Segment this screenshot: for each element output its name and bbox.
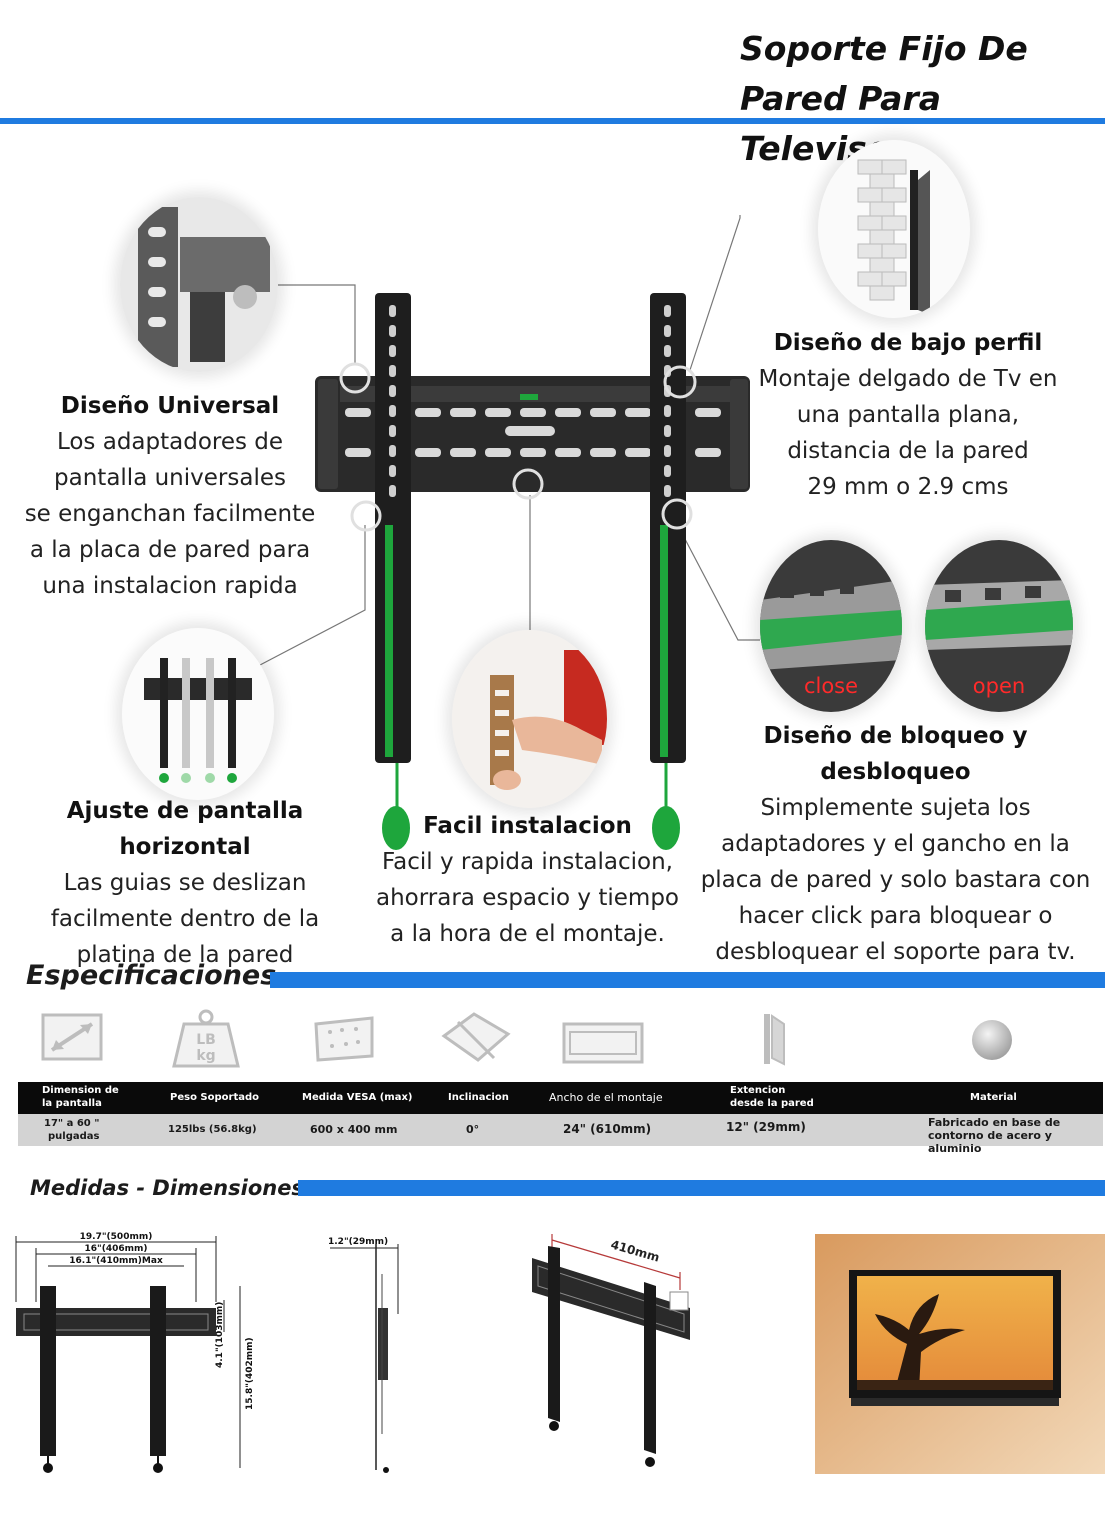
weight-icon-kg: kg bbox=[196, 1048, 215, 1064]
spec-header-vesa: Medida VESA (max) bbox=[302, 1092, 413, 1103]
dim-width-total: 19.7"(500mm) bbox=[80, 1232, 153, 1242]
feature-low-profile-line: 29 mm o 2.9 cms bbox=[807, 474, 1009, 500]
feature-lock-line: adaptadores y el gancho en la bbox=[721, 831, 1070, 857]
spec-header-material: Material bbox=[970, 1092, 1017, 1103]
dim-perspective-width: 410mm bbox=[609, 1237, 661, 1264]
spec-value-extension: 12" (29mm) bbox=[726, 1120, 806, 1134]
specs-value-row: 17" a 60 "pulgadas 125lbs (56.8kg) 600 x… bbox=[18, 1114, 1103, 1155]
feature-horizontal-line: facilmente dentro de la bbox=[50, 906, 320, 932]
dimensions-title: Medidas - Dimensiones bbox=[30, 1176, 304, 1200]
perspective-diagram: 410mm bbox=[532, 1234, 690, 1467]
right-arm bbox=[650, 293, 686, 850]
feature-low-profile: Diseño de bajo perfil Montaje delgado de… bbox=[738, 325, 1078, 505]
feature-universal-line: Los adaptadores de bbox=[56, 429, 284, 455]
feature-low-profile-heading: Diseño de bajo perfil bbox=[773, 330, 1043, 356]
horizontal-adjust-closeup bbox=[122, 628, 274, 800]
weight-lbkg-icon: LB kg bbox=[172, 1009, 240, 1068]
feature-lock-line: Simplemente sujeta los bbox=[760, 795, 1031, 821]
feature-easy-install-line: a la hora de el montaje. bbox=[390, 921, 665, 947]
feature-easy-install-line: ahorrara espacio y tiempo bbox=[375, 885, 679, 911]
side-dimension-diagram: 1.2"(29mm) bbox=[328, 1237, 399, 1473]
dim-height-total: 15.8"(402mm) bbox=[245, 1337, 255, 1410]
wall-extension-icon bbox=[764, 1014, 785, 1066]
spec-header-weight: Peso Soportado bbox=[170, 1092, 260, 1103]
universal-hook-closeup bbox=[120, 197, 278, 372]
feature-low-profile-line: distancia de la pared bbox=[787, 438, 1029, 464]
feature-lock-heading: Diseño de bloqueo y desbloqueo bbox=[763, 723, 1028, 785]
feature-universal: Diseño Universal Los adaptadores de pant… bbox=[0, 388, 340, 604]
feature-easy-install: Facil instalacion Facil y rapida instala… bbox=[360, 808, 695, 952]
weight-icon-lb: LB bbox=[196, 1032, 216, 1048]
spec-value-vesa: 600 x 400 mm bbox=[310, 1123, 398, 1136]
feature-lock-line: desbloquear el soporte para tv. bbox=[715, 939, 1076, 965]
material-sphere-icon bbox=[972, 1020, 1012, 1060]
feature-low-profile-line: una pantalla plana, bbox=[796, 402, 1020, 428]
header-divider bbox=[0, 118, 1105, 124]
feature-horizontal-line: platina de la pared bbox=[76, 942, 294, 968]
feature-universal-heading: Diseño Universal bbox=[60, 393, 280, 419]
specs-title: Especificaciones bbox=[26, 960, 277, 991]
tilt-icon bbox=[441, 1012, 511, 1062]
dim-height-small: 4.1"(103mm) bbox=[215, 1302, 225, 1368]
easy-install-photo bbox=[452, 630, 607, 808]
feature-easy-install-line: Facil y rapida instalacion, bbox=[382, 849, 673, 875]
feature-horizontal-heading: Ajuste de pantalla horizontal bbox=[66, 798, 304, 860]
mount-width-icon bbox=[562, 1022, 644, 1064]
spec-header-mount-width: Ancho de el montaje bbox=[549, 1091, 663, 1104]
vesa-pattern-icon bbox=[314, 1016, 374, 1062]
dimensions-title-bar bbox=[298, 1180, 1105, 1196]
specs-title-bar bbox=[270, 972, 1105, 988]
feature-lock: Diseño de bloqueo y desbloqueo Simplemen… bbox=[688, 718, 1103, 970]
spec-value-screen-size: 17" a 60 "pulgadas bbox=[44, 1118, 100, 1142]
product-illustration bbox=[259, 215, 760, 850]
feature-low-profile-line: Montaje delgado de Tv en bbox=[758, 366, 1058, 392]
dim-width-max: 16.1"(410mm)Max bbox=[69, 1256, 163, 1266]
feature-universal-line: a la placa de pared para bbox=[29, 537, 311, 563]
feature-horizontal: Ajuste de pantalla horizontal Las guias … bbox=[0, 793, 370, 973]
lock-close-closeup: close bbox=[760, 540, 902, 712]
spec-value-tilt: 0° bbox=[466, 1123, 480, 1136]
diagonal-size-icon bbox=[41, 1013, 103, 1061]
open-label: open bbox=[972, 674, 1026, 698]
low-profile-closeup bbox=[818, 140, 970, 318]
lock-open-closeup: open bbox=[925, 540, 1073, 712]
feature-lock-line: placa de pared y solo bastara con bbox=[700, 867, 1091, 893]
front-dimension-diagram: 19.7"(500mm) 16"(406mm) 16.1"(410mm)Max … bbox=[15, 1232, 255, 1473]
title-line-1: Soporte Fijo De bbox=[740, 29, 1028, 68]
spec-header-tilt: Inclinacion bbox=[448, 1092, 509, 1103]
feature-universal-line: pantalla universales bbox=[54, 465, 286, 491]
tv-mounted-photo bbox=[815, 1234, 1105, 1474]
close-label: close bbox=[803, 674, 859, 698]
feature-universal-line: se enganchan facilmente bbox=[24, 501, 316, 527]
feature-easy-install-heading: Facil instalacion bbox=[423, 813, 632, 839]
left-arm bbox=[375, 293, 411, 850]
spec-value-mount-width: 24" (610mm) bbox=[563, 1122, 652, 1136]
dim-depth: 1.2"(29mm) bbox=[328, 1237, 388, 1247]
callout-lines bbox=[259, 215, 760, 666]
spec-value-weight: 125lbs (56.8kg) bbox=[168, 1124, 257, 1135]
feature-universal-line: una instalacion rapida bbox=[42, 573, 298, 599]
feature-horizontal-line: Las guias se deslizan bbox=[63, 870, 307, 896]
dim-width-mid: 16"(406mm) bbox=[85, 1244, 148, 1254]
feature-lock-line: hacer click para bloquear o bbox=[738, 903, 1053, 929]
